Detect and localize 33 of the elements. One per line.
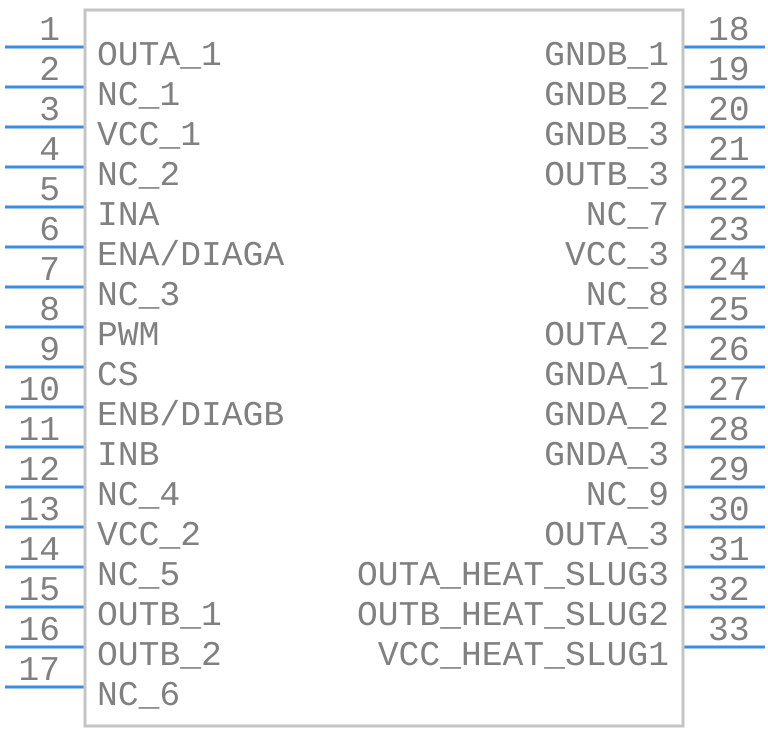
pin-name: NC_8: [588, 282, 667, 309]
pin-name: GNDB_2: [546, 82, 667, 109]
pin-name: INA: [100, 202, 160, 225]
pin-name: OUTB_HEAT_SLUG2: [358, 602, 666, 629]
pin-name: PWM: [100, 322, 158, 345]
pin-name: OUTA_1: [98, 42, 220, 69]
pin-name: OUTB_1: [98, 602, 220, 629]
pin-name: GNDA_1: [546, 362, 668, 389]
pin-name: NC_2: [100, 162, 178, 189]
pin-name: VCC_2: [97, 522, 199, 549]
pin-name: OUTB_2: [98, 642, 220, 669]
pin-name: CS: [98, 362, 137, 386]
pin-name: GNDB_3: [546, 122, 667, 149]
pin-name: NC_1: [100, 82, 179, 109]
pin-name: OUTA_2: [546, 322, 667, 349]
pin-name: NC_4: [100, 482, 178, 509]
pin-name: NC_5: [100, 562, 178, 589]
pin-name: OUTA_3: [546, 522, 667, 549]
pin-name: GNDA_3: [546, 442, 667, 469]
pin-name: ENA/DIAGA: [100, 240, 284, 266]
pin-name: VCC_1: [97, 122, 200, 149]
pin-name: NC_3: [100, 282, 178, 309]
pin-name: VCC_HEAT_SLUG1: [378, 642, 668, 669]
pin-name: INB: [100, 442, 158, 465]
pin-name: OUTB_3: [546, 162, 667, 189]
pin-name: GNDB_1: [546, 42, 668, 69]
pin-name: OUTA_HEAT_SLUG3: [358, 562, 667, 589]
pin-name: NC_6: [100, 682, 178, 709]
pin-name: ENB/DIAGB: [100, 400, 283, 426]
pin-name: NC_9: [588, 482, 667, 509]
pin-name: GNDA_2: [546, 402, 667, 429]
pin-name: NC_7: [588, 202, 666, 229]
pin-name: VCC_3: [565, 242, 667, 269]
